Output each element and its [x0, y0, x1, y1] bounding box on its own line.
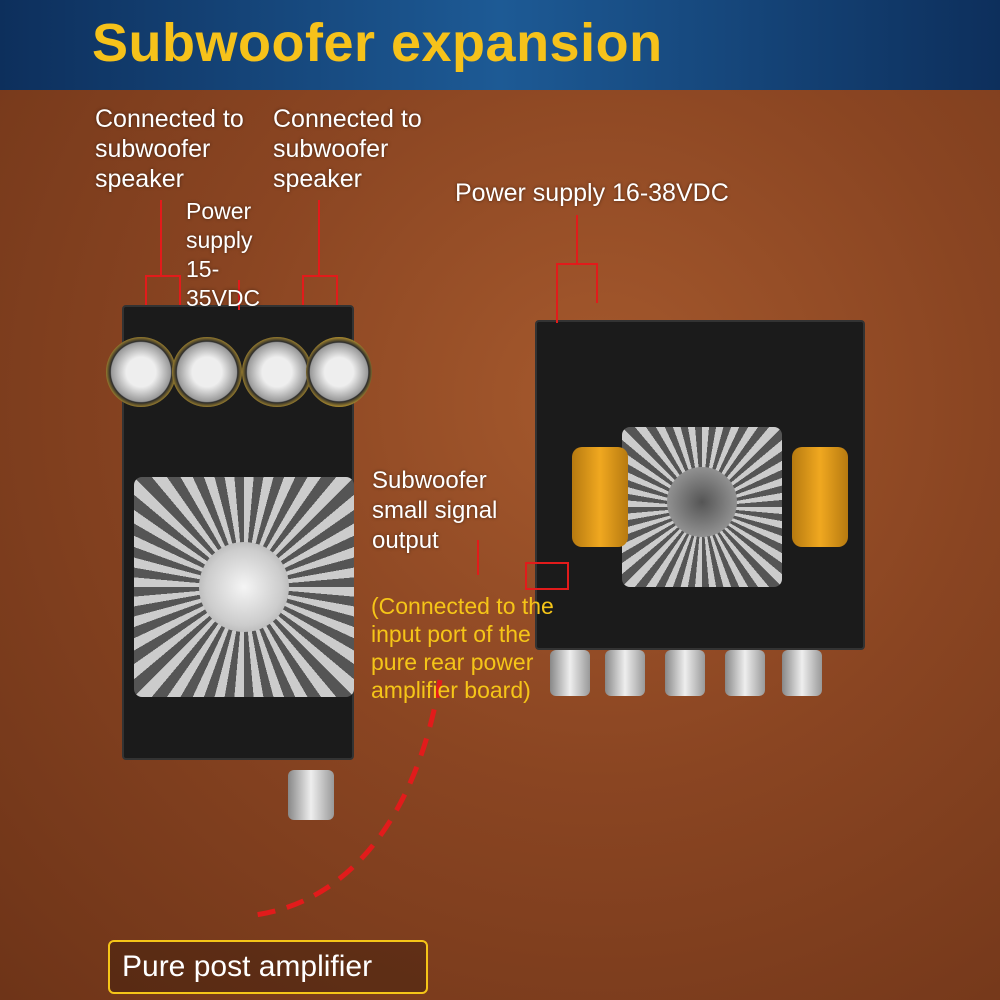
output-label: Subwoofer small signal output: [372, 467, 498, 554]
capacitor: [106, 337, 176, 407]
capacitor: [572, 447, 628, 547]
callout-line: [556, 263, 598, 265]
cooling-fan: [199, 542, 289, 632]
main-amplifier-board: [535, 320, 865, 650]
output-note: (Connected to the input port of the pure…: [371, 593, 554, 703]
header-banner: [0, 0, 1000, 90]
page-title: Subwoofer expansion: [92, 13, 663, 73]
callout-line: [160, 200, 162, 275]
knob: [605, 650, 645, 696]
callout-line: [556, 263, 558, 323]
cooling-fan: [667, 467, 737, 537]
speaker-label-left: Connected to subwoofer speaker: [95, 105, 244, 193]
callout-line: [145, 275, 147, 305]
callout-line: [145, 275, 181, 277]
callout-line: [576, 215, 578, 265]
capacitor: [792, 447, 848, 547]
capacitor: [172, 337, 242, 407]
speaker-label-right: Connected to subwoofer speaker: [273, 105, 422, 193]
knob: [782, 650, 822, 696]
callout-line: [302, 275, 338, 277]
callout-line: [302, 275, 304, 305]
knob: [725, 650, 765, 696]
callout-line: [477, 540, 479, 575]
knob: [665, 650, 705, 696]
knob: [550, 650, 590, 696]
callout-line: [238, 280, 240, 310]
capacitor: [242, 337, 312, 407]
capacitor: [306, 337, 372, 407]
callout-line: [318, 200, 320, 275]
pure-post-amplifier-board: [106, 305, 372, 760]
callout-line: [336, 275, 338, 305]
volume-knob: [288, 770, 334, 820]
right-power-label: Power supply 16-38VDC: [455, 179, 729, 207]
callout-line: [179, 275, 181, 305]
output-port-highlight: [525, 562, 569, 590]
callout-line: [596, 263, 598, 303]
footer-label: Pure post amplifier: [108, 940, 428, 994]
left-power-label: Power supply 15-35VDC: [186, 198, 261, 311]
